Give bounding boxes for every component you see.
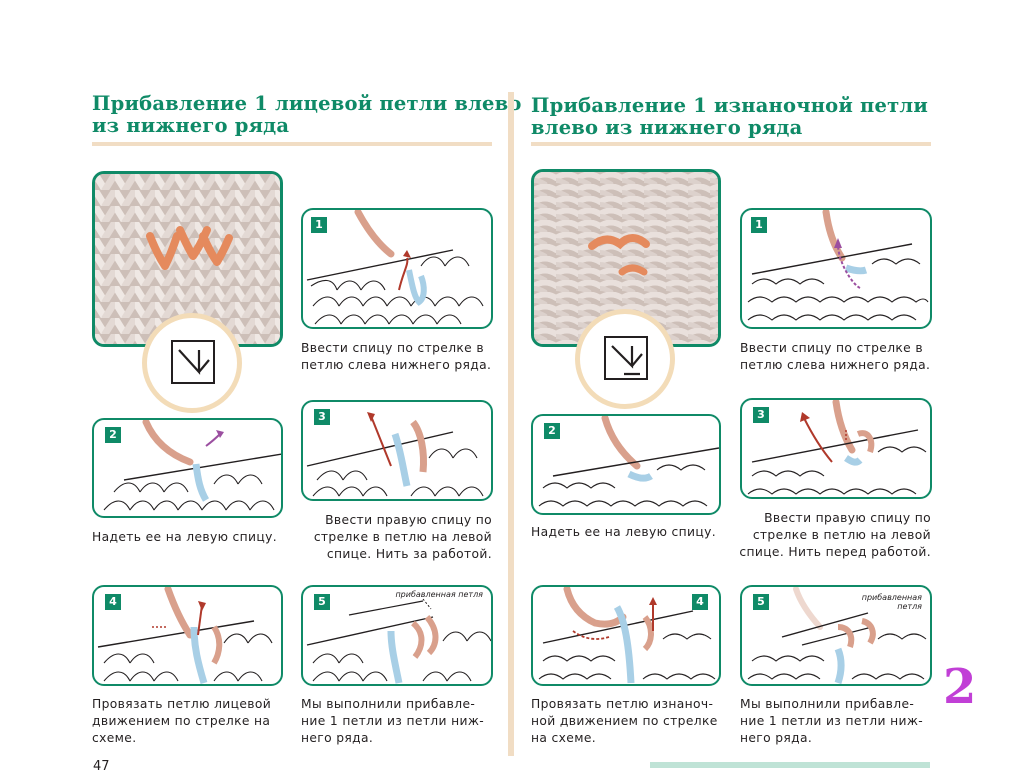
caption-line: схеме. (92, 731, 137, 745)
right-step-2-caption: Надеть ее на левую спицу. (531, 524, 716, 541)
left-step-2-caption: Надеть ее на левую спицу. (92, 529, 277, 546)
right-title-line-1: Прибавление 1 изнаночной петли (531, 94, 929, 117)
footer-band (650, 762, 930, 768)
purl-increase-symbol-icon (611, 345, 643, 376)
left-step-4: 4 (92, 585, 283, 686)
caption-line: Ввести спицу по стрелке в (301, 341, 484, 355)
right-step-1: 1 (740, 208, 932, 329)
caption-line: него ряда. (301, 731, 374, 745)
caption-line: Мы выполнили прибавле- (301, 697, 476, 711)
caption-line: Провязать петлю лицевой (92, 697, 272, 711)
right-title-rule (531, 142, 931, 146)
caption-line: Ввести спицу по стрелке в (740, 341, 923, 355)
right-title: Прибавление 1 изнаночной петли влево из … (531, 95, 928, 139)
step-number-badge: 3 (752, 406, 770, 424)
left-step-2: 2 (92, 418, 283, 518)
caption-line: стрелке в петлю на левой (752, 528, 931, 542)
step-diagram (103, 420, 281, 511)
right-step-3: 3 (740, 398, 932, 499)
step-number-badge: 1 (750, 216, 768, 234)
step-diagram (306, 412, 484, 497)
step-number-badge: 2 (104, 426, 122, 444)
left-step-3-caption: Ввести правую спицу по стрелке в петлю н… (296, 512, 492, 563)
caption-line: ние 1 петли из петли ниж- (301, 714, 485, 728)
increase-symbol-icon (178, 349, 210, 375)
note-line: прибавленная (861, 593, 922, 602)
caption-line: Ввести правую спицу по (325, 513, 492, 527)
caption-line: спице. Нить перед работой. (739, 545, 931, 559)
caption-line: Надеть ее на левую спицу. (531, 525, 717, 539)
caption-line: Провязать петлю изнаноч- (531, 697, 714, 711)
step-diagram (306, 210, 484, 325)
caption-line: стрелке в петлю на левой (313, 530, 492, 544)
left-symbol-box (171, 340, 215, 384)
left-title: Прибавление 1 лицевой петли влево из ниж… (92, 93, 522, 137)
left-step-5-caption: Мы выполнили прибавле- ние 1 петли из пе… (301, 696, 484, 747)
right-step-4: 4 (531, 585, 721, 686)
step-number-badge: 3 (313, 408, 331, 426)
right-step-1-caption: Ввести спицу по стрелке в петлю слева ни… (740, 340, 930, 374)
caption-line: него ряда. (740, 731, 813, 745)
step-diagram (538, 587, 716, 684)
chapter-number: 2 (943, 659, 977, 715)
caption-line: спице. Нить за работой. (326, 547, 492, 561)
added-stitch-note: прибавленная петля (862, 593, 922, 611)
step-diagram (747, 587, 927, 684)
step-diagram (747, 210, 929, 321)
right-step-5: 5 прибавленная петля (740, 585, 932, 686)
page-gutter (508, 92, 514, 756)
right-step-2: 2 (531, 414, 721, 515)
left-chart-symbol (142, 313, 242, 413)
left-step-1-caption: Ввести спицу по стрелке в петлю слева ни… (301, 340, 491, 374)
caption-line: движением по стрелке на (92, 714, 271, 728)
page-number: 47 (93, 759, 110, 774)
caption-line: Надеть ее на левую спицу. (92, 530, 278, 544)
right-step-3-caption: Ввести правую спицу по стрелке в петлю н… (735, 510, 931, 561)
left-title-line-1: Прибавление 1 лицевой петли влево (92, 92, 522, 115)
step-number-badge: 5 (752, 593, 770, 611)
caption-line: ние 1 петли из петли ниж- (740, 714, 924, 728)
right-step-5-caption: Мы выполнили прибавле- ние 1 петли из пе… (740, 696, 923, 747)
caption-line: петлю слева нижнего ряда. (740, 358, 931, 372)
step-number-badge: 1 (310, 216, 328, 234)
left-title-line-2: из нижнего ряда (92, 114, 290, 137)
left-title-rule (92, 142, 492, 146)
caption-line: Мы выполнили прибавле- (740, 697, 915, 711)
right-chart-symbol (575, 309, 675, 409)
caption-line: Ввести правую спицу по (764, 511, 931, 525)
caption-line: ной движением по стрелке (531, 714, 718, 728)
caption-line: петлю слева нижнего ряда. (301, 358, 492, 372)
caption-line: на схеме. (531, 731, 596, 745)
note-line: петля (897, 602, 922, 611)
right-symbol-box (604, 336, 648, 380)
right-step-4-caption: Провязать петлю изнаноч- ной движением п… (531, 696, 718, 747)
step-number-badge: 4 (104, 593, 122, 611)
step-number-badge: 5 (313, 593, 331, 611)
left-step-5: 5 прибавленная петля (301, 585, 493, 686)
step-diagram (538, 416, 719, 507)
left-step-1: 1 (301, 208, 493, 329)
left-step-3: 3 (301, 400, 493, 501)
right-title-line-2: влево из нижнего ряда (531, 116, 803, 139)
added-stitch-note: прибавленная петля (395, 590, 483, 599)
step-diagram (306, 598, 491, 684)
step-number-badge: 4 (691, 593, 709, 611)
step-number-badge: 2 (543, 422, 561, 440)
left-step-4-caption: Провязать петлю лицевой движением по стр… (92, 696, 271, 747)
step-diagram (97, 587, 273, 684)
step-diagram (747, 400, 927, 495)
